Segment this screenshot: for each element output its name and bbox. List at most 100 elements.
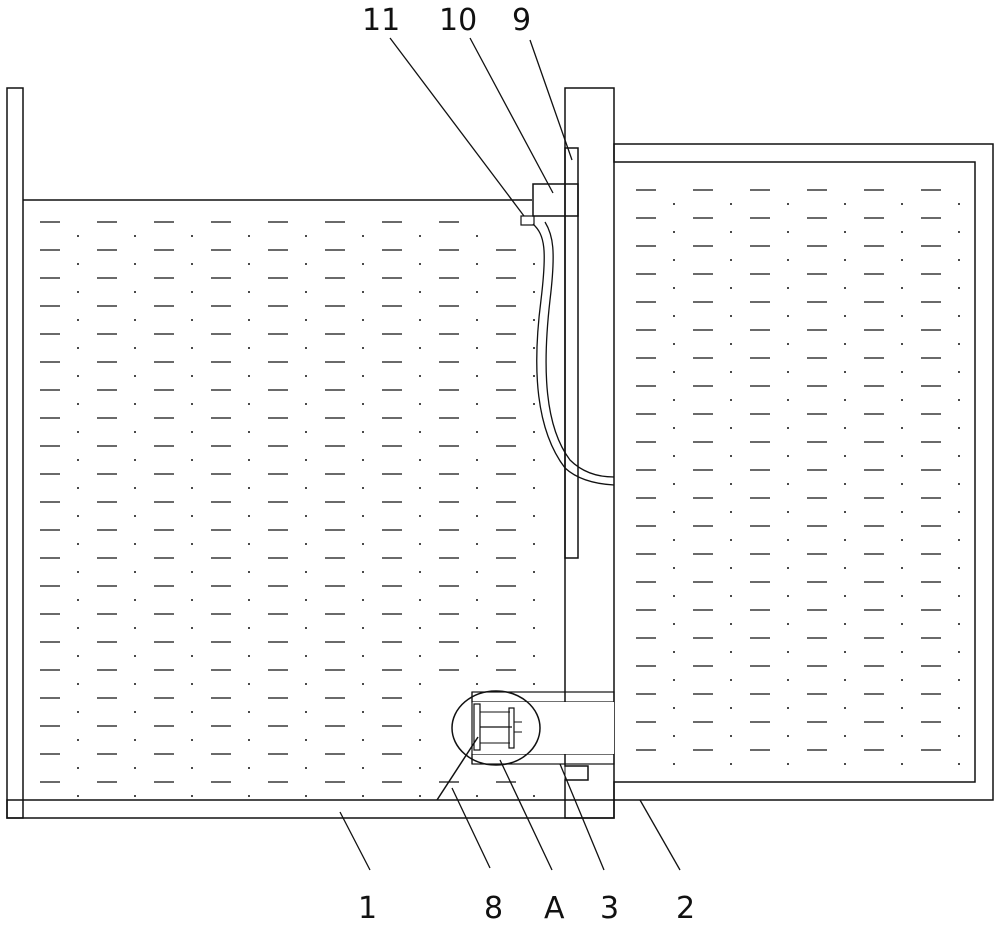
liquid-dot — [191, 543, 193, 545]
liquid-dot — [305, 543, 307, 545]
liquid-dot — [305, 599, 307, 601]
liquid-dot — [191, 711, 193, 713]
liquid-dot — [787, 511, 789, 513]
liquid-dot — [134, 375, 136, 377]
liquid-dot — [248, 599, 250, 601]
liquid-dot — [134, 431, 136, 433]
liquid-dot — [134, 235, 136, 237]
liquid-dot — [730, 287, 732, 289]
leader-1 — [339, 811, 371, 871]
liquid-dot — [362, 711, 364, 713]
liquid-dot — [730, 511, 732, 513]
liquid-dot — [362, 767, 364, 769]
liquid-dot — [305, 319, 307, 321]
liquid-dot — [901, 679, 903, 681]
liquid-dot — [476, 403, 478, 405]
liquid-dot — [476, 655, 478, 657]
liquid-dot — [787, 539, 789, 541]
liquid-dot — [77, 487, 79, 489]
liquid-dot — [901, 483, 903, 485]
liquid-dot — [476, 599, 478, 601]
liquid-dot — [730, 707, 732, 709]
liquid-dot — [419, 291, 421, 293]
liquid-dot — [362, 291, 364, 293]
liquid-dot — [844, 567, 846, 569]
liquid-dot — [476, 571, 478, 573]
liquid-dot — [419, 739, 421, 741]
liquid-dot — [248, 739, 250, 741]
liquid-dot — [730, 763, 732, 765]
liquid-dot — [787, 203, 789, 205]
liquid-dot — [533, 543, 535, 545]
liquid-dot — [958, 763, 960, 765]
liquid-dot — [134, 571, 136, 573]
liquid-dot — [305, 459, 307, 461]
liquid-dot — [787, 455, 789, 457]
liquid-dot — [77, 543, 79, 545]
liquid-dot — [134, 515, 136, 517]
sensor-block-10 — [532, 183, 579, 217]
liquid-dot — [305, 347, 307, 349]
liquid-dot — [134, 795, 136, 797]
liquid-dot — [673, 651, 675, 653]
liquid-dot — [362, 739, 364, 741]
liquid-dot — [787, 567, 789, 569]
liquid-dot — [419, 795, 421, 797]
liquid-dot — [787, 259, 789, 261]
leader-3 — [559, 763, 605, 871]
liquid-dot — [901, 707, 903, 709]
liquid-dot — [134, 655, 136, 657]
liquid-dot — [305, 627, 307, 629]
liquid-dot — [248, 795, 250, 797]
liquid-dot — [533, 431, 535, 433]
liquid-dot — [901, 203, 903, 205]
liquid-dot — [844, 679, 846, 681]
tank-2 — [613, 143, 994, 801]
liquid-dot — [673, 399, 675, 401]
liquid-dot — [77, 347, 79, 349]
liquid-dot — [419, 375, 421, 377]
liquid-dot — [844, 231, 846, 233]
liquid-dot — [673, 595, 675, 597]
liquid-dot — [362, 235, 364, 237]
liquid-dot — [248, 403, 250, 405]
liquid-dot — [362, 515, 364, 517]
pipe-3 — [471, 691, 615, 765]
liquid-dot — [901, 511, 903, 513]
rod-8 — [436, 736, 479, 801]
liquid-dot — [958, 707, 960, 709]
liquid-dot — [673, 315, 675, 317]
liquid-dot — [419, 599, 421, 601]
rail-9 — [564, 147, 579, 559]
liquid-fill-left — [40, 221, 535, 797]
liquid-dot — [787, 371, 789, 373]
liquid-dot — [533, 571, 535, 573]
probe-11 — [520, 215, 535, 226]
liquid-dot — [901, 315, 903, 317]
liquid-dot — [248, 319, 250, 321]
liquid-dot — [901, 371, 903, 373]
liquid-dot — [476, 795, 478, 797]
liquid-dot — [673, 371, 675, 373]
liquid-dot — [787, 483, 789, 485]
liquid-dot — [787, 343, 789, 345]
liquid-dot — [476, 487, 478, 489]
liquid-dot — [673, 511, 675, 513]
liquid-dot — [77, 431, 79, 433]
liquid-dot — [362, 543, 364, 545]
liquid-dot — [476, 627, 478, 629]
liquid-dot — [134, 291, 136, 293]
liquid-dot — [134, 347, 136, 349]
liquid-dot — [77, 263, 79, 265]
liquid-dot — [77, 403, 79, 405]
liquid-dot — [673, 483, 675, 485]
tank-1-left-wall — [6, 87, 24, 819]
pipe-3-bottom-wall — [471, 753, 615, 765]
liquid-dot — [673, 707, 675, 709]
liquid-dot — [248, 487, 250, 489]
liquid-dot — [419, 403, 421, 405]
liquid-dot — [476, 683, 478, 685]
liquid-dot — [419, 263, 421, 265]
valve-guide — [508, 707, 515, 749]
liquid-dot — [419, 319, 421, 321]
